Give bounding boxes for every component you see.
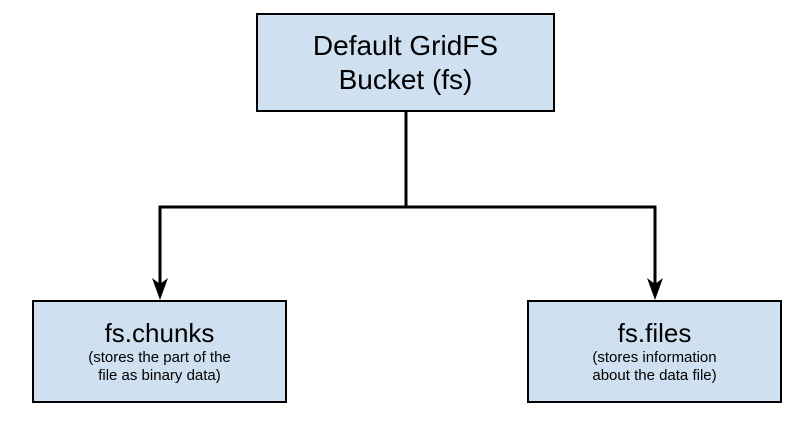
node-fs-files[interactable]: fs.files (stores information about the d… xyxy=(527,300,782,403)
node-root-title: Default GridFS Bucket (fs) xyxy=(312,29,499,95)
node-fs-chunks[interactable]: fs.chunks (stores the part of the file a… xyxy=(32,300,287,403)
node-fs-files-caption: (stores information about the data file) xyxy=(592,349,717,384)
node-fs-chunks-title: fs.chunks xyxy=(104,318,215,348)
arrowhead-left-icon xyxy=(152,278,168,300)
node-fs-chunks-caption: (stores the part of the file as binary d… xyxy=(88,349,231,384)
node-default-gridfs-bucket[interactable]: Default GridFS Bucket (fs) xyxy=(256,13,555,112)
arrowhead-right-icon xyxy=(647,278,663,300)
node-fs-files-title: fs.files xyxy=(617,318,692,348)
